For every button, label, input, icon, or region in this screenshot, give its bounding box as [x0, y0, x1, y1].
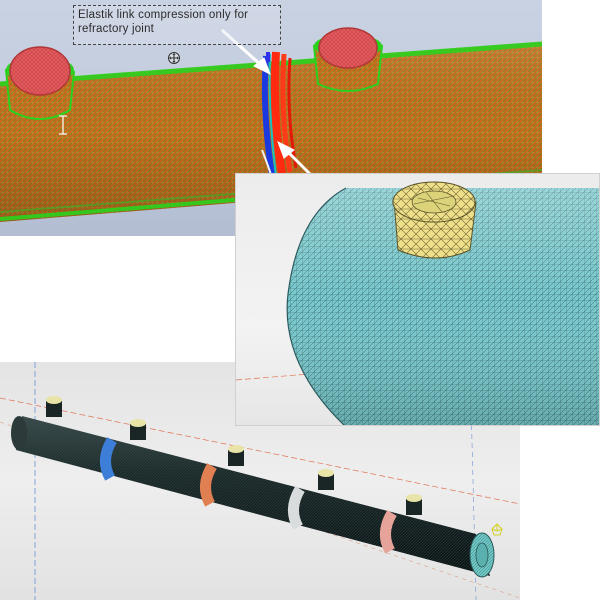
annotation-text-box[interactable]: Elastik link compression only for refrac…: [73, 5, 281, 45]
text-cursor-icon: [59, 115, 67, 135]
teal-cylinder-graphic: [236, 181, 599, 425]
band-blue: [100, 437, 117, 481]
nozzle-2: [130, 419, 146, 440]
band-pink: [380, 510, 397, 554]
nozzle-1: [46, 396, 62, 417]
dark-pipe-graphic: [0, 362, 520, 600]
band-white: [288, 486, 305, 530]
right-nozzle: [312, 27, 384, 92]
move-handle-icon: [168, 52, 180, 64]
nozzle-3: [228, 445, 244, 466]
band-orange: [200, 463, 217, 507]
annotation-line-2: refractory joint: [78, 23, 155, 35]
nozzle-5: [406, 494, 422, 515]
yellow-nozzle: [392, 181, 477, 259]
left-nozzle: [4, 46, 76, 120]
annotation-line-1: Elastik link compression only for: [78, 9, 249, 21]
nozzle-4: [318, 469, 334, 490]
teal-mesh-closeup-view: [235, 173, 600, 426]
